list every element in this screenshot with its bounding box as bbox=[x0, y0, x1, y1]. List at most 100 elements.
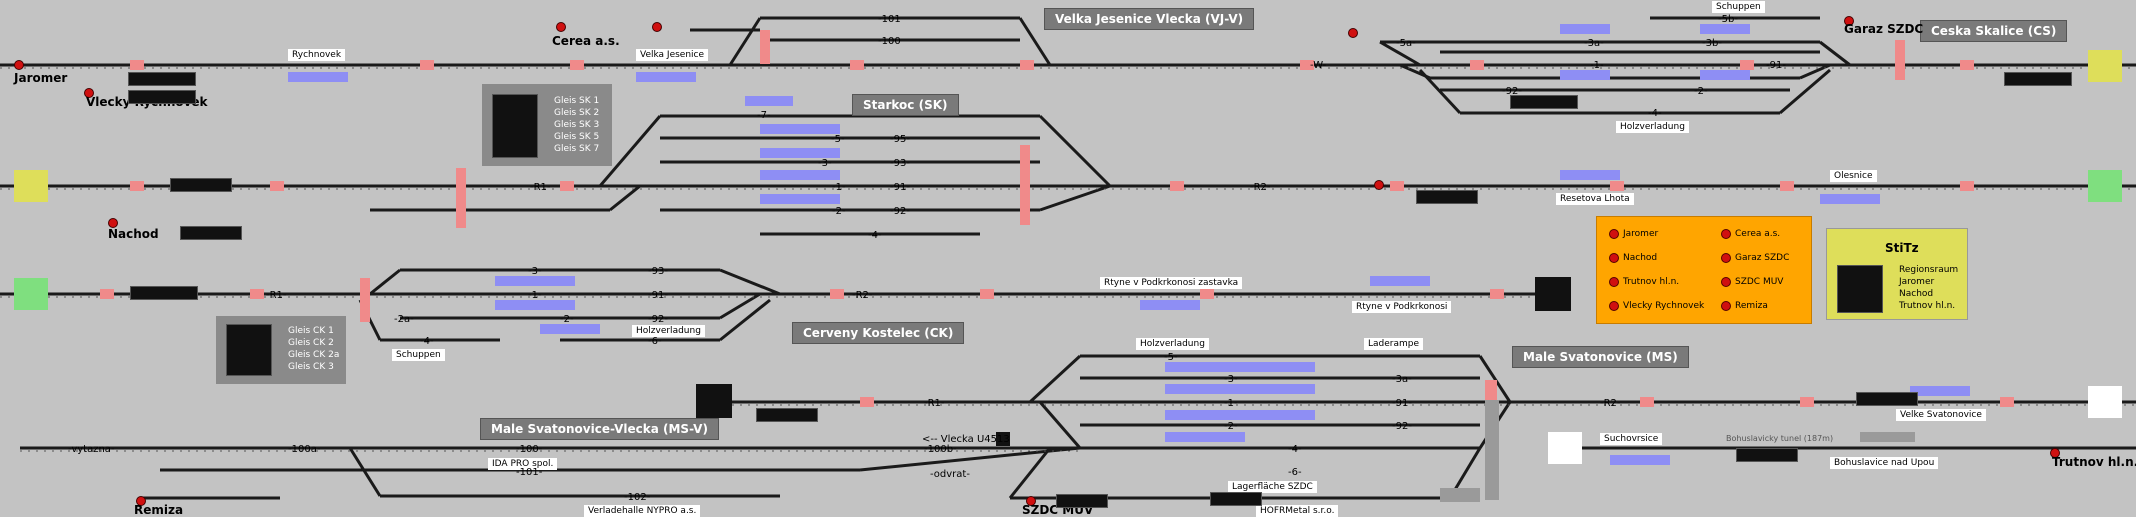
place-holzverladung-top: Holzverladung bbox=[1616, 121, 1689, 133]
stitz-panel: StiTz Regionsraum Jaromer Nachod Trutnov… bbox=[1826, 228, 1968, 320]
track-number: -91- bbox=[890, 182, 910, 193]
platform bbox=[636, 72, 696, 82]
platform bbox=[1700, 24, 1750, 34]
legend-ck-display bbox=[226, 324, 272, 376]
exit-block-jaromer-ck[interactable] bbox=[14, 278, 48, 310]
exit-block-olesnice[interactable] bbox=[2088, 170, 2122, 202]
place-odvrat: -odvrat- bbox=[930, 469, 970, 480]
signal-icon bbox=[1609, 253, 1619, 263]
place-bohuslavicky-tunel: Bohuslavicky tunel (187m) bbox=[1726, 434, 1834, 443]
exit-item-label: Garaz SZDC bbox=[1735, 253, 1790, 263]
legend-sk-item: Gleis SK 2 bbox=[554, 108, 600, 118]
train-display[interactable] bbox=[128, 72, 196, 86]
station-title-ceska-skalice[interactable]: Ceska Skalice (CS) bbox=[1920, 20, 2068, 42]
exit-block-ceska-skalice[interactable] bbox=[2088, 50, 2122, 82]
platform bbox=[288, 72, 348, 82]
station-title-male-svatonovice[interactable]: Male Svatonovice (MS) bbox=[1512, 346, 1689, 368]
place-rtyne-zastavka: Rtyne v Podkrkonosi zastavka bbox=[1100, 277, 1243, 289]
track-number: -91- bbox=[1766, 60, 1786, 71]
legend-sk-item: Gleis SK 1 bbox=[554, 96, 600, 106]
station-title-starkoc[interactable]: Starkoc (SK) bbox=[852, 94, 959, 116]
exit-block-nachod[interactable] bbox=[14, 170, 48, 202]
station-title-velka-jesenice-vlecka[interactable]: Velka Jesenice Vlecka (VJ-V) bbox=[1044, 8, 1255, 30]
train-display[interactable] bbox=[1856, 392, 1918, 406]
place-schuppen-ck: Schuppen bbox=[392, 349, 445, 361]
exit-block-trutnov-ms[interactable] bbox=[2088, 386, 2122, 418]
exit-item-label: SZDC MUV bbox=[1735, 277, 1784, 287]
signal-icon[interactable] bbox=[108, 218, 118, 228]
exit-item[interactable]: Cerea a.s. bbox=[1721, 229, 1780, 239]
signal-icon[interactable] bbox=[1374, 180, 1384, 190]
signal-icon[interactable] bbox=[84, 88, 94, 98]
place-garaz-szdc: Garaz SZDC bbox=[1844, 22, 1924, 36]
signal-icon bbox=[1609, 301, 1619, 311]
platform bbox=[495, 300, 575, 310]
track-number: -93- bbox=[648, 266, 668, 277]
platform bbox=[1165, 410, 1315, 420]
legend-sk: Gleis SK 1 Gleis SK 2 Gleis SK 3 Gleis S… bbox=[482, 84, 612, 166]
place-vytazna: -vytazna- bbox=[68, 444, 115, 455]
train-display[interactable] bbox=[1510, 95, 1578, 109]
track-number: -92- bbox=[1502, 86, 1522, 97]
track-number: -3- bbox=[1224, 374, 1238, 385]
station-title-cerveny-kostelec[interactable]: Cerveny Kostelec (CK) bbox=[792, 322, 965, 344]
exit-item-label: Jaromer bbox=[1623, 229, 1659, 239]
track-number: -93- bbox=[890, 158, 910, 169]
platform bbox=[1165, 384, 1315, 394]
train-display[interactable] bbox=[1056, 494, 1108, 508]
train-display[interactable] bbox=[1736, 448, 1798, 462]
signal-icon[interactable] bbox=[2050, 448, 2060, 458]
platform bbox=[1700, 70, 1750, 80]
stitz-title: StiTz bbox=[1885, 241, 1919, 255]
train-display[interactable] bbox=[130, 286, 198, 300]
platform bbox=[540, 324, 600, 334]
legend-sk-item: Gleis SK 7 bbox=[554, 144, 600, 154]
signal-icon[interactable] bbox=[14, 60, 24, 70]
signal-icon[interactable] bbox=[136, 496, 146, 506]
signal-icon[interactable] bbox=[1348, 28, 1358, 38]
track-number: -3- bbox=[818, 158, 832, 169]
exit-item[interactable]: Garaz SZDC bbox=[1721, 253, 1789, 263]
platform bbox=[1165, 362, 1315, 372]
station-title-male-svatonovice-vlecka[interactable]: Male Svatonovice-Vlecka (MS-V) bbox=[480, 418, 719, 440]
track-number: -92- bbox=[1392, 421, 1412, 432]
signal-icon[interactable] bbox=[652, 22, 662, 32]
platform bbox=[760, 194, 840, 204]
signal-icon[interactable] bbox=[556, 22, 566, 32]
signal-icon[interactable] bbox=[1026, 496, 1036, 506]
train-display[interactable] bbox=[756, 408, 818, 422]
exit-item[interactable]: Jaromer bbox=[1609, 229, 1658, 239]
train-display[interactable] bbox=[1210, 492, 1262, 506]
exit-item[interactable]: Nachod bbox=[1609, 253, 1657, 263]
track-number: -R1- bbox=[530, 182, 551, 193]
exit-block-suchovrsice[interactable] bbox=[1548, 432, 1582, 464]
train-display[interactable] bbox=[1416, 190, 1478, 204]
platform bbox=[760, 124, 840, 134]
track-number: -2- bbox=[832, 206, 846, 217]
stitz-item: Jaromer bbox=[1899, 277, 1935, 287]
track-number: -2- bbox=[560, 314, 574, 325]
track-lines bbox=[0, 16, 2136, 500]
track-number: -91- bbox=[1392, 398, 1412, 409]
platform bbox=[1560, 170, 1620, 180]
train-display[interactable] bbox=[2004, 72, 2072, 86]
platform bbox=[1370, 276, 1430, 286]
exit-item[interactable]: SZDC MUV bbox=[1721, 277, 1783, 287]
train-display[interactable] bbox=[170, 178, 232, 192]
train-display[interactable] bbox=[128, 90, 196, 104]
track-number: -2- bbox=[1224, 421, 1238, 432]
exit-item[interactable]: Vlecky Rychnovek bbox=[1609, 301, 1704, 311]
signal-icon[interactable] bbox=[1844, 16, 1854, 26]
exit-item[interactable]: Remiza bbox=[1721, 301, 1768, 311]
place-ida-pro: IDA PRO spol. bbox=[488, 458, 558, 470]
track-number: -3a- bbox=[1584, 38, 1604, 49]
legend-ck-item: Gleis CK 1 bbox=[288, 326, 334, 336]
train-display[interactable] bbox=[180, 226, 242, 240]
track-number: -4- bbox=[1648, 108, 1662, 119]
track-number: -100 bbox=[878, 36, 901, 47]
place-velke-svatonovice: Velke Svatonovice bbox=[1896, 409, 1986, 421]
platform bbox=[760, 170, 840, 180]
exit-item[interactable]: Trutnov hl.n. bbox=[1609, 277, 1679, 287]
track-number: -R1- bbox=[924, 398, 945, 409]
exit-item-label: Cerea a.s. bbox=[1735, 229, 1781, 239]
